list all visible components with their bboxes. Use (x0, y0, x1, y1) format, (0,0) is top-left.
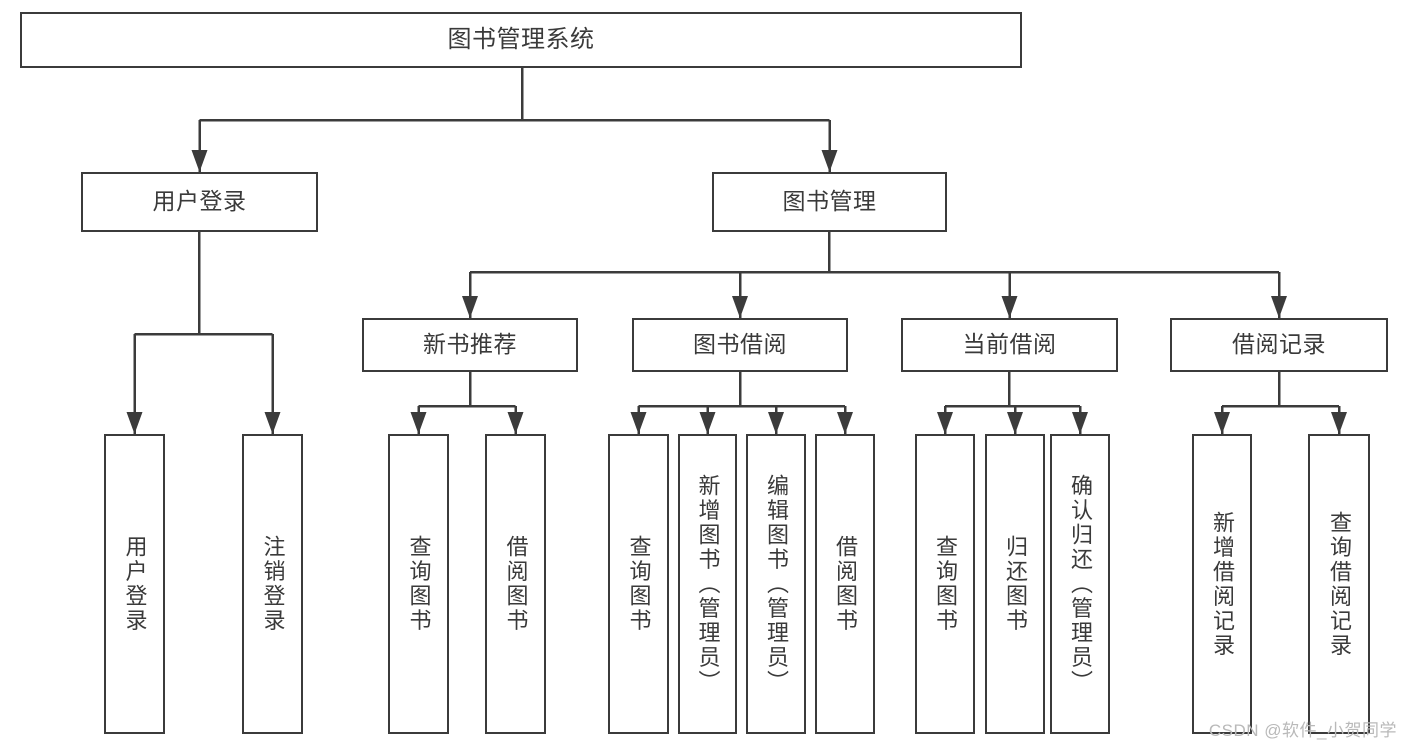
arrow-head (264, 412, 281, 434)
node-label: 借阅图书 (833, 535, 858, 633)
node-label: 图书借阅 (693, 331, 787, 358)
arrow-head (507, 412, 524, 434)
node-label: 图书管理系统 (447, 25, 595, 53)
arrow-head (462, 296, 478, 318)
node-n1[interactable]: 用户登录 (81, 172, 318, 232)
arrow-head (1001, 296, 1018, 318)
node-l4[interactable]: 借阅图书 (485, 434, 546, 734)
node-label: 借阅记录 (1232, 331, 1326, 358)
node-l3[interactable]: 查询图书 (388, 434, 449, 734)
arrow-head (126, 412, 143, 434)
node-l9[interactable]: 查询图书 (915, 434, 975, 734)
arrow-head (1007, 412, 1023, 434)
node-label: 归还图书 (1003, 535, 1028, 633)
arrow-head (1271, 296, 1287, 318)
node-n4[interactable]: 图书借阅 (632, 318, 848, 372)
node-l13[interactable]: 查询借阅记录 (1308, 434, 1370, 734)
node-label: 确认归还（管理员） (1068, 473, 1093, 695)
arrow-head (630, 412, 647, 434)
arrow-head (937, 412, 953, 434)
node-label: 新书推荐 (423, 331, 517, 358)
node-label: 编辑图书（管理员） (764, 473, 789, 695)
arrow-head (732, 296, 748, 318)
node-l2[interactable]: 注销登录 (242, 434, 303, 734)
arrow-head (191, 150, 208, 172)
node-l5[interactable]: 查询图书 (608, 434, 669, 734)
node-label: 注销登录 (260, 535, 286, 633)
node-n2[interactable]: 图书管理 (712, 172, 947, 232)
arrow-head (837, 412, 853, 434)
arrow-head (1214, 412, 1230, 434)
node-label: 查询图书 (626, 535, 652, 633)
node-l10[interactable]: 归还图书 (985, 434, 1045, 734)
node-n3[interactable]: 新书推荐 (362, 318, 578, 372)
node-label: 借阅图书 (503, 535, 529, 633)
arrow-head (821, 150, 838, 172)
arrow-head (410, 412, 427, 434)
node-l7[interactable]: 编辑图书（管理员） (746, 434, 806, 734)
node-l12[interactable]: 新增借阅记录 (1192, 434, 1252, 734)
node-l1[interactable]: 用户登录 (104, 434, 165, 734)
arrow-head (768, 412, 784, 434)
node-l11[interactable]: 确认归还（管理员） (1050, 434, 1110, 734)
node-label: 查询借阅记录 (1327, 510, 1352, 658)
node-label: 用户登录 (122, 535, 148, 633)
node-label: 查询图书 (406, 535, 432, 633)
node-l6[interactable]: 新增图书（管理员） (678, 434, 737, 734)
arrow-head (699, 412, 716, 434)
node-label: 查询图书 (933, 535, 958, 633)
arrow-head (1072, 412, 1088, 434)
arrow-head (1331, 412, 1347, 434)
node-n6[interactable]: 借阅记录 (1170, 318, 1388, 372)
node-label: 新增图书（管理员） (695, 473, 721, 695)
node-label: 图书管理 (782, 188, 877, 215)
node-l8[interactable]: 借阅图书 (815, 434, 875, 734)
node-label: 当前借阅 (962, 331, 1057, 358)
node-n5[interactable]: 当前借阅 (901, 318, 1118, 372)
node-label: 用户登录 (152, 188, 247, 215)
node-root[interactable]: 图书管理系统 (20, 12, 1022, 68)
node-label: 新增借阅记录 (1210, 510, 1235, 658)
